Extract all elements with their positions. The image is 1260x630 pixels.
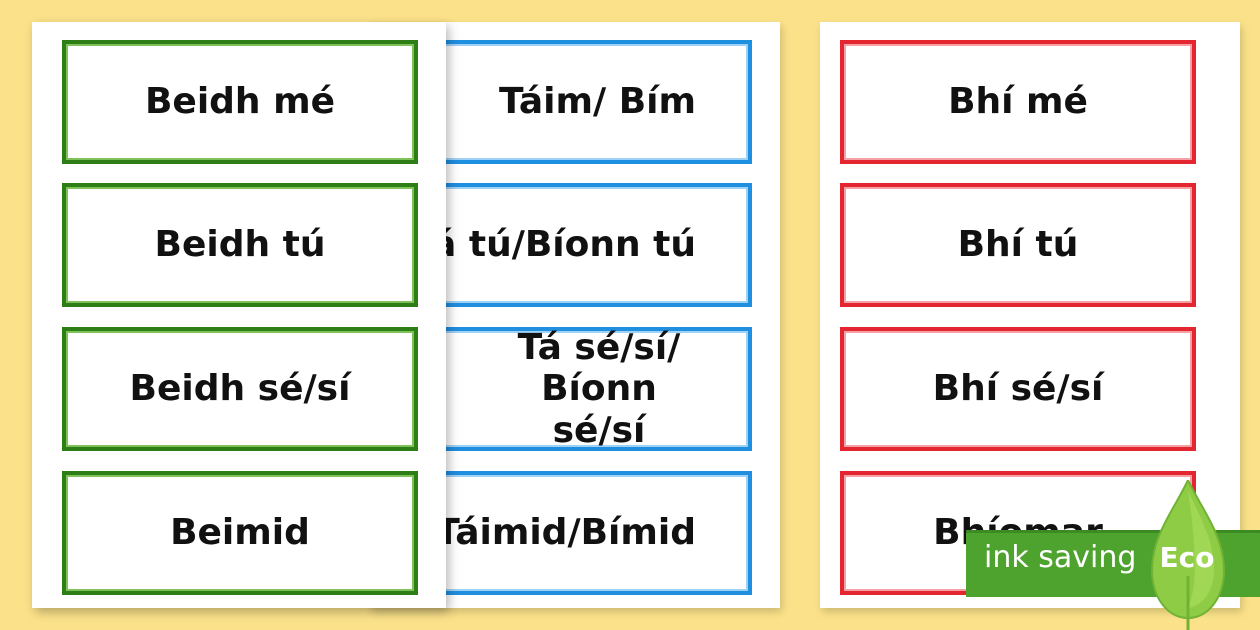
card-text: Beimid	[170, 512, 310, 554]
card-ta-se-si: Tá sé/sí/ Bíonn sé/sí	[406, 327, 752, 451]
green-card-sheet: Beidh mé Beidh tú Beidh sé/sí Beimid	[32, 22, 446, 608]
card-text: Beidh tú	[154, 224, 326, 266]
card-text-line-1: Tá sé/sí/ Bíonn	[517, 326, 681, 410]
card-text: Beidh sé/sí	[129, 368, 351, 410]
card-text: Bhí mé	[948, 81, 1088, 123]
card-beimid: Beimid	[62, 471, 418, 595]
card-taim-bim: Táim/ Bím	[406, 40, 752, 164]
card-beidh-se-si: Beidh sé/sí	[62, 327, 418, 451]
card-beidh-me: Beidh mé	[62, 40, 418, 164]
card-taimid-bimid: Táimid/Bímid	[406, 471, 752, 595]
card-text: Tá tú/Bíonn tú	[412, 224, 696, 266]
card-bhi-tu: Bhí tú	[840, 183, 1196, 307]
card-text-line-2: sé/sí	[552, 409, 646, 451]
card-beidh-tu: Beidh tú	[62, 183, 418, 307]
card-text: Bhí sé/sí	[932, 368, 1104, 410]
card-text: Beidh mé	[144, 81, 336, 123]
card-text: Bhí tú	[957, 224, 1079, 266]
card-bhi-me: Bhí mé	[840, 40, 1196, 164]
card-text: Táim/ Bím	[498, 81, 696, 123]
leaf-drop-icon	[1150, 480, 1226, 630]
red-card-sheet: Bhí mé Bhí tú Bhí sé/sí Bhíomar	[820, 22, 1240, 608]
card-bhi-se-si: Bhí sé/sí	[840, 327, 1196, 451]
eco-label: Eco	[1159, 541, 1215, 574]
card-ta-tu: Tá tú/Bíonn tú	[406, 183, 752, 307]
card-text: Táimid/Bímid	[435, 512, 696, 554]
ink-saving-label: ink saving	[984, 540, 1137, 575]
